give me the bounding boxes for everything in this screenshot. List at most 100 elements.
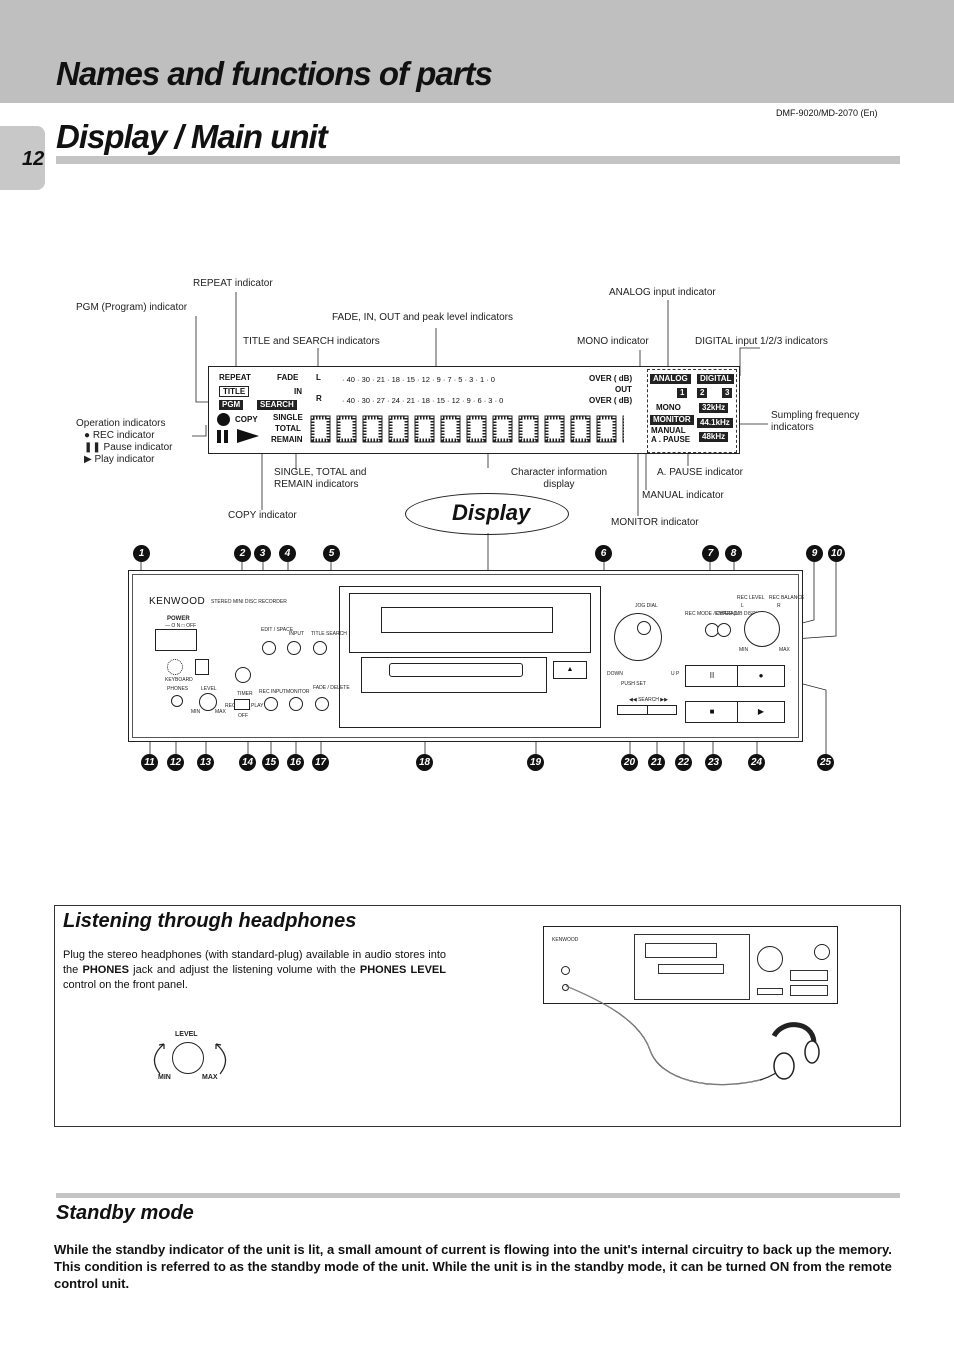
input-button[interactable] [287, 641, 301, 655]
fade-text: FADE [277, 373, 299, 382]
copy-label: COPY indicator [228, 510, 297, 521]
num-18: 18 [416, 754, 433, 771]
num-9: 9 [806, 545, 823, 562]
pgm-label: PGM (Program) indicator [76, 302, 188, 313]
num-1: 1 [133, 545, 150, 562]
rotation-arrows-icon [153, 1043, 227, 1075]
manual-text: MANUAL [651, 426, 686, 435]
manual-label: MANUAL indicator [642, 490, 724, 501]
repeat-label: REPEAT indicator [193, 278, 273, 289]
record-button[interactable]: ● [737, 665, 785, 687]
timer-switch[interactable] [234, 699, 250, 710]
scale-r: · 40 · 30 · 27 · 24 · 21 · 18 · 15 · 12 … [342, 396, 504, 405]
num-13: 13 [197, 754, 214, 771]
main-unit: KENWOOD STEREO MINI DISC RECORDER POWER … [128, 570, 804, 742]
play-indicator-label: ▶ Play indicator [84, 454, 155, 465]
num-6: 6 [595, 545, 612, 562]
page-title: Names and functions of parts [56, 55, 493, 92]
standby-indicator [235, 667, 251, 683]
num-22: 22 [675, 754, 692, 771]
num-14: 14 [239, 754, 256, 771]
jog-dial[interactable] [614, 613, 662, 661]
power-button[interactable] [155, 629, 197, 651]
stop-button[interactable]: ■ [685, 701, 739, 723]
single-total-label: SINGLE, TOTAL and REMAIN indicators [274, 467, 367, 490]
num-24: 24 [748, 754, 765, 771]
num-10: 10 [828, 545, 845, 562]
unit-thumbnail [543, 926, 838, 1004]
num-15: 15 [262, 754, 279, 771]
total-text: TOTAL [275, 424, 301, 433]
over-r-text: OVER ( dB) [589, 396, 633, 405]
search-text: SEARCH [257, 400, 297, 410]
enter-button[interactable] [717, 623, 731, 637]
num-16: 16 [287, 754, 304, 771]
out-text: OUT [615, 385, 632, 394]
character-label: Character information display [510, 467, 608, 490]
search-forward-button[interactable] [647, 705, 677, 715]
header-band [0, 0, 954, 103]
play-button[interactable]: ▶ [737, 701, 785, 723]
rec-level-knob[interactable] [744, 611, 780, 647]
standby-rule [56, 1193, 900, 1198]
level-knob-illustration [172, 1042, 204, 1074]
standby-heading: Standby mode [56, 1202, 194, 1224]
monitor-label: MONITOR indicator [611, 517, 699, 528]
digital-2-text: 2 [697, 388, 708, 398]
num-5: 5 [323, 545, 340, 562]
eject-button[interactable]: ▲ [553, 661, 587, 679]
pause-button[interactable]: II [685, 665, 739, 687]
model-name: STEREO MINI DISC RECORDER [211, 599, 287, 605]
display-panel: REPEAT TITLE PGM SEARCH COPY FADE IN L R… [208, 366, 740, 454]
num-19: 19 [527, 754, 544, 771]
monitor-button[interactable] [289, 697, 303, 711]
num-20: 20 [621, 754, 638, 771]
digital-1-text: 1 [677, 388, 688, 398]
digital-text: DIGITAL [697, 374, 735, 384]
standby-text: While the standby indicator of the unit … [54, 1242, 892, 1291]
headphones-section [54, 905, 901, 1127]
rec-input-button[interactable] [264, 697, 278, 711]
num-7: 7 [702, 545, 719, 562]
search-back-button[interactable] [617, 705, 649, 715]
display-callout [405, 493, 569, 535]
disc-loader [339, 586, 601, 728]
title-search-label: TITLE and SEARCH indicators [243, 336, 380, 347]
analog-text: ANALOG [650, 374, 691, 384]
single-text: SINGLE [273, 413, 303, 422]
in-text: IN [294, 387, 302, 396]
section-rule [56, 156, 900, 164]
rec-dot-icon [217, 413, 230, 426]
unit-display-window [381, 607, 553, 633]
mono-text: MONO [656, 403, 681, 412]
num-17: 17 [312, 754, 329, 771]
remain-text: REMAIN [271, 435, 303, 444]
fade-delete-button[interactable] [315, 697, 329, 711]
fade-label: FADE, IN, OUT and peak level indicators [332, 312, 514, 323]
phones-level-knob[interactable] [199, 693, 217, 711]
rec-indicator-label: ● REC indicator [84, 430, 155, 441]
disc-slot [389, 663, 523, 677]
dot-matrix-display [309, 414, 624, 444]
title-search-button[interactable] [313, 641, 327, 655]
l-text: L [316, 373, 321, 382]
page-tab [0, 126, 45, 190]
headphones-illustration [565, 985, 820, 1086]
num-21: 21 [648, 754, 665, 771]
repeat-text: REPEAT [219, 373, 251, 382]
edit-space-button[interactable] [262, 641, 276, 655]
over-l-text: OVER ( dB) [589, 374, 633, 383]
32khz-text: 32kHz [699, 403, 729, 413]
phones-jack[interactable] [171, 695, 183, 707]
mono-label: MONO indicator [577, 336, 649, 347]
sampling-label: Sumpling frequency indicators [771, 410, 860, 433]
pgm-text: PGM [219, 400, 244, 410]
digital-label: DIGITAL input 1/2/3 indicators [695, 336, 828, 347]
digital-3-text: 3 [722, 388, 733, 398]
keyboard-jack[interactable] [167, 659, 183, 675]
headphones-heading: Listening through headphones [63, 910, 357, 932]
model-code: DMF-9020/MD-2070 (En) [776, 108, 878, 118]
pause-indicator-label: ❚❚ Pause indicator [84, 442, 173, 453]
pause-icon [217, 430, 221, 443]
title-text: TITLE [219, 386, 250, 397]
